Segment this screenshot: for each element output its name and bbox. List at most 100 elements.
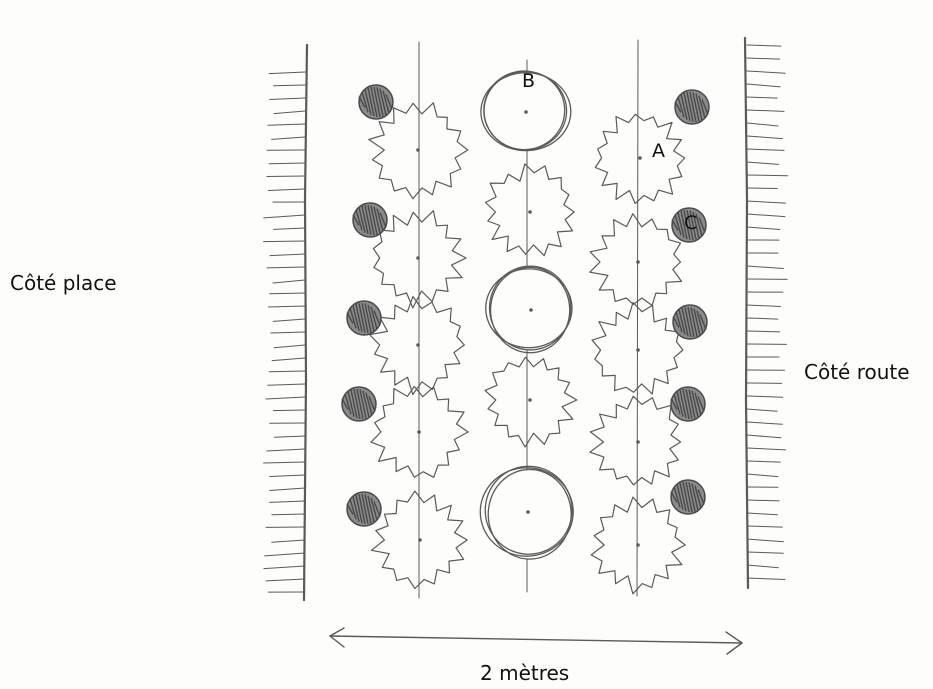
wall-hatch-mark: [273, 435, 306, 438]
width-label: 2 mètres: [480, 661, 570, 685]
small-plant-shading: [355, 209, 363, 231]
wall-hatch-mark: [746, 525, 783, 528]
small-plant-shading: [364, 89, 372, 115]
shrub-outline: [591, 301, 684, 395]
shrub-center-dot: [416, 148, 420, 152]
wall-hatch-mark: [269, 474, 306, 477]
small-plant-shading: [693, 308, 701, 336]
large-plant-outline: [479, 467, 574, 557]
wall-hatch-mark: [746, 408, 778, 412]
large-plant-center-dot: [529, 308, 533, 312]
plant-letter-c: C: [684, 212, 698, 234]
small-plant-shading: [361, 493, 369, 525]
small-plant-shading: [373, 206, 381, 234]
wall-hatch-mark: [271, 539, 306, 543]
small-plant-shading: [346, 312, 354, 324]
wall-hatch-mark: [746, 473, 779, 478]
shrub-outline: [370, 490, 468, 590]
wall-hatch-mark: [265, 396, 306, 400]
small-plant-shading: [350, 389, 358, 419]
left-wall: [263, 43, 309, 602]
small-plant-shading: [352, 496, 360, 522]
shrub-outline: [590, 496, 686, 595]
shrub-center-dot: [636, 440, 640, 444]
small-plant-shading: [353, 388, 361, 420]
wall-hatch-mark: [271, 513, 306, 516]
large-plant-outline: [489, 266, 571, 354]
wall-hatch-mark: [272, 318, 306, 322]
small-plant-shading: [367, 87, 375, 117]
right-wall: [743, 36, 789, 590]
shrub-center-dot: [636, 348, 640, 352]
wall-hatch-mark: [746, 434, 782, 439]
small-plant-shading: [376, 87, 384, 117]
small-plant-shading: [695, 213, 703, 237]
shrub-center-dot: [528, 210, 532, 214]
wall-hatch-mark: [746, 564, 779, 569]
small-plant-shading: [673, 486, 681, 508]
small-plant-shading: [362, 390, 370, 418]
small-plant-shading: [674, 214, 682, 236]
small-plant-shading: [370, 86, 378, 118]
wall-hatch-mark: [746, 174, 789, 177]
large-plant-outline: [484, 465, 573, 555]
wall-hatch-mark: [269, 97, 306, 101]
wall-hatch-mark: [268, 370, 306, 373]
small-plant-shading: [349, 498, 357, 520]
small-plant-shading: [352, 305, 360, 331]
wall-hatch-mark: [746, 44, 782, 47]
small-plant-shading: [686, 209, 694, 241]
large-plant-outline: [485, 268, 573, 349]
small-plant-shading: [681, 307, 689, 337]
large-plant-outline: [483, 70, 566, 151]
small-plant-shading: [692, 92, 700, 122]
small-plant-shading: [364, 204, 372, 236]
wall-hatch-mark: [746, 200, 786, 204]
small-plant-shading: [676, 391, 684, 417]
wall-hatch-mark: [267, 123, 306, 126]
small-plant-shading: [678, 309, 686, 335]
wall-hatch-mark: [746, 512, 778, 516]
wall-hatch-mark: [273, 84, 306, 87]
wall-hatch-mark: [746, 161, 780, 165]
small-plant-shading: [689, 210, 697, 240]
small-plant-shading: [376, 208, 384, 232]
wall-hatch-mark: [746, 499, 780, 502]
shrub-center-dot: [528, 398, 532, 402]
large-plant-center-dot: [526, 510, 530, 514]
small-plant-shading: [373, 310, 381, 326]
small-plant-shading: [672, 316, 680, 328]
shrub-center-dot: [636, 260, 640, 264]
small-plant-shading: [361, 302, 369, 334]
small-plant-shading: [689, 91, 697, 123]
wall-hatch-mark: [269, 253, 306, 257]
large-plant-group: [479, 70, 574, 560]
small-plant-shading: [370, 497, 378, 521]
shrub-group: [368, 102, 686, 595]
small-plant-shading: [694, 485, 702, 509]
small-plant-shading: [692, 211, 700, 239]
shrub-outline: [589, 213, 683, 306]
shrub-outline: [369, 296, 465, 396]
plant-letter-b: B: [522, 70, 536, 92]
side-label-route: Côté route: [804, 360, 910, 384]
small-plant-shading: [361, 205, 369, 235]
small-plant-shading: [685, 388, 693, 420]
wall-hatch-mark: [746, 460, 781, 463]
small-plant-shading: [683, 209, 691, 241]
small-plant-shading: [670, 491, 678, 503]
wall-hatch-mark: [266, 448, 306, 452]
wall-hatch-mark: [273, 227, 306, 230]
large-plant-outline: [488, 265, 572, 351]
small-plant-shading: [356, 388, 364, 420]
small-plant-shading: [694, 392, 702, 416]
wall-hatch-mark: [746, 447, 787, 451]
small-plant-shading: [698, 95, 706, 119]
small-plant-shading: [676, 484, 684, 510]
shrub-outline: [484, 356, 578, 448]
small-plant-group: [341, 84, 710, 527]
small-plant-shading: [346, 503, 354, 515]
small-plant-shading: [699, 314, 707, 330]
shrub-outline: [594, 113, 686, 205]
